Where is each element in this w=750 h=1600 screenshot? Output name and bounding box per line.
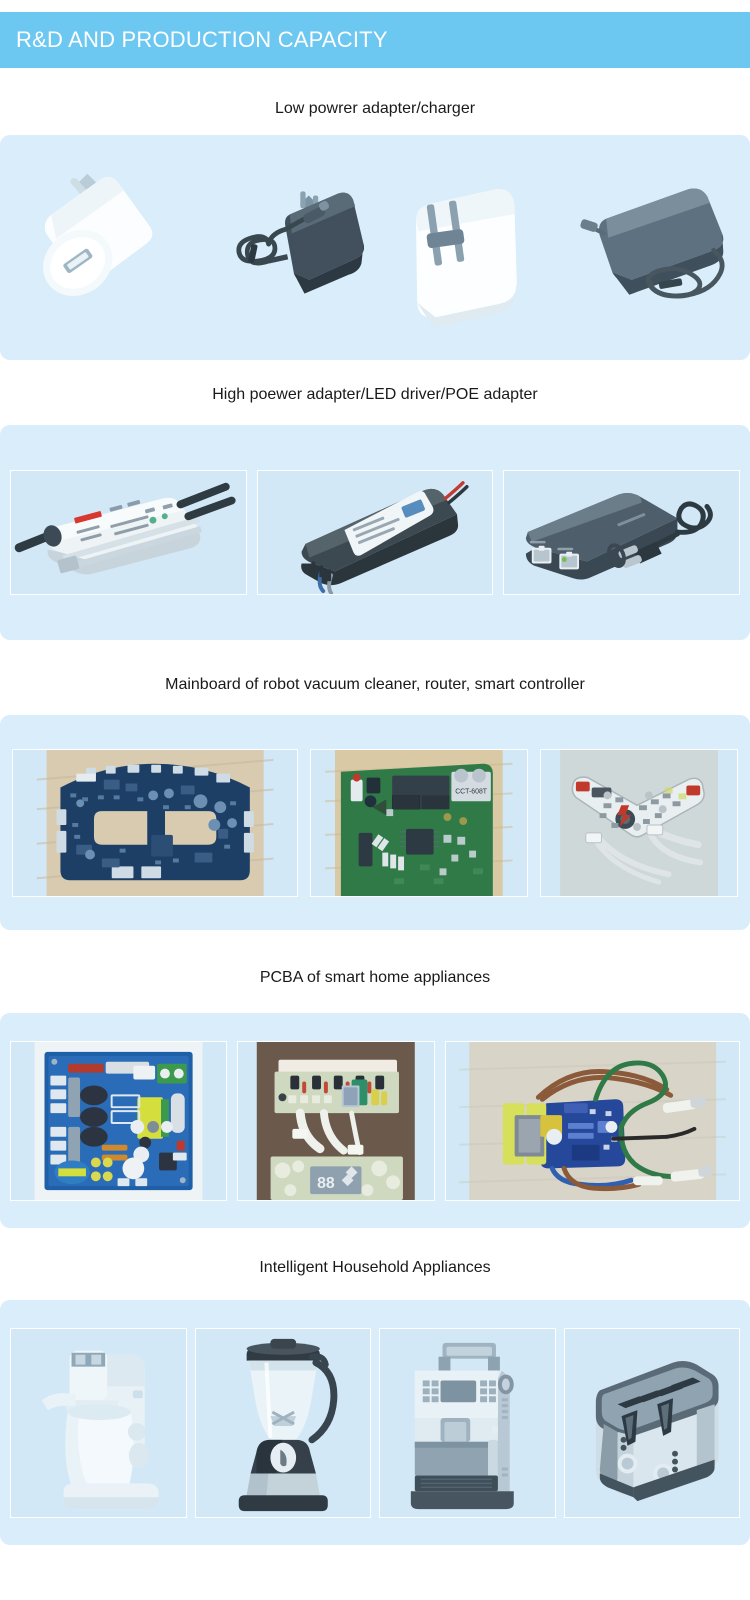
product-image-black-led-driver [256,470,494,595]
product-image-white-us-plug-laptop-charger [382,155,551,340]
header-banner: R&D AND PRODUCTION CAPACITY [0,12,750,68]
section-band-household-appliances [0,1300,750,1545]
product-image-black-adapter-with-coiled-cable [199,155,368,340]
product-image-blue-pcba-board [10,1040,228,1201]
section-band-low-power-adapter [0,135,750,360]
product-image-coffee-machine [379,1327,556,1518]
section-label-mainboard: Mainboard of robot vacuum cleaner, route… [165,676,585,693]
product-image-gray-laptop-power-brick [566,155,735,340]
product-image-wired-pcba-assembly [444,1040,740,1201]
section-label-high-power-adapter: High poewer adapter/LED driver/POE adapt… [212,386,538,403]
product-image-blender [194,1327,371,1518]
product-image-toaster [563,1327,740,1518]
product-image-router-mainboard-pcb: CCT-608T [310,748,528,897]
lcd-display-value: 88 [317,1175,335,1192]
product-image-white-eu-usb-charger [15,155,184,340]
product-image-display-control-board: 88 [237,1040,435,1201]
section-band-mainboard: CCT-608T [0,715,750,930]
product-image-smart-controller-pcb [539,748,738,897]
section-label-low-power-adapter: Low powrer adapter/charger [274,100,476,117]
section-label-pcba-smart-home: PCBA of smart home appliances [259,969,491,986]
router-chip-label: CCT-608T [456,788,489,795]
section-label-household-appliances: Intelligent Household Appliances [259,1259,491,1276]
section-band-pcba-smart-home: 88 [0,1013,750,1228]
product-image-stand-mixer [10,1327,187,1518]
section-band-high-power-adapter [0,425,750,640]
product-image-robot-vacuum-mainboard-pcb [12,748,299,897]
product-image-poe-adapter-rj45 [503,470,741,595]
page-title: R&D AND PRODUCTION CAPACITY [16,27,388,52]
product-image-white-aluminium-led-driver [10,470,247,595]
